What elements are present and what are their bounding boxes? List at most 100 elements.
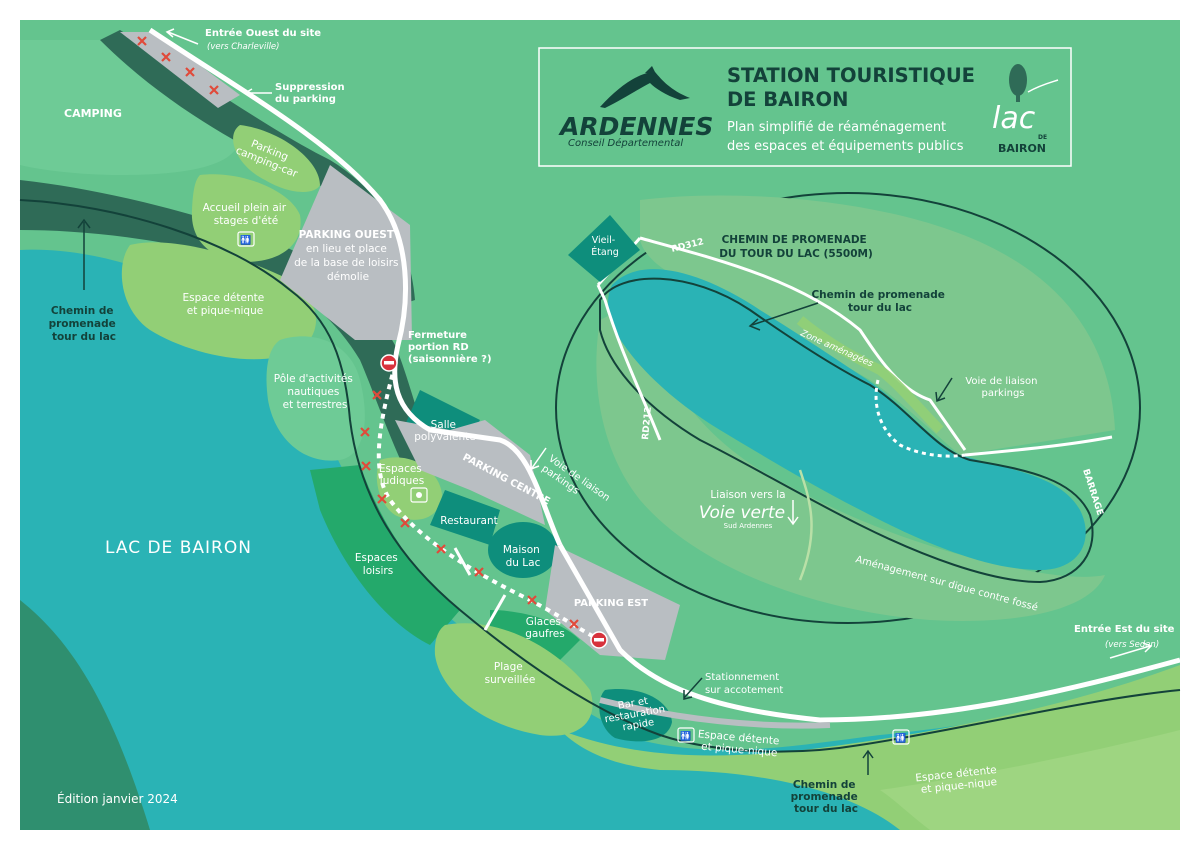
inset-voie-liaison-label: Voie de liaison	[965, 376, 1037, 387]
vers-charleville-label: (vers Charleville)	[207, 42, 279, 52]
svg-text:Glaces gaufres: Glaces gaufres	[525, 616, 564, 640]
glaces-label: gaufres	[525, 628, 564, 640]
maison-label: du Lac	[506, 557, 541, 569]
espaces-loisirs-label: loisirs	[363, 565, 393, 577]
fermeture-label: (saisonnière ?)	[408, 353, 492, 365]
toilets-icon: 🚻	[677, 727, 695, 743]
espace-detente-1-label: Espace détente	[182, 292, 264, 304]
svg-text:Espaces ludiques: Espaces ludiques	[379, 463, 425, 487]
forest-corner	[20, 600, 150, 830]
ardennes-logo-sub: Conseil Départemental	[568, 137, 683, 149]
title-line2: DE BAIRON	[727, 88, 848, 111]
plage-label: surveillée	[485, 674, 536, 686]
chemin-left-label: Chemin de	[51, 305, 114, 317]
espaces-loisirs-label: Espaces	[355, 552, 398, 564]
lac-logo-de: DE	[1038, 134, 1047, 141]
stationnement-label: sur accotement	[705, 685, 783, 696]
subtitle-line1: Plan simplifié de réaménagement	[727, 120, 946, 135]
suppression-label: Suppression	[275, 82, 345, 93]
suppression-label: du parking	[275, 94, 336, 105]
vieil-etang-label: Vieil-	[592, 235, 615, 246]
inset-lake	[608, 269, 1086, 570]
espace-detente-1-zone	[121, 242, 317, 360]
accueil-label: Accueil plein air	[203, 202, 287, 214]
vers-sedan-label: (vers Sedan)	[1105, 640, 1159, 650]
arrow-icon	[165, 28, 199, 45]
entree-ouest-label: Entrée Ouest du site	[205, 27, 321, 39]
svg-text:Stationnement sur accoteme: Stationnement sur accotement	[705, 672, 783, 696]
svg-text:Voie de liaison parkings: Voie de liaison parkings	[965, 376, 1040, 399]
header-box	[538, 47, 1072, 167]
main-road	[148, 27, 563, 547]
vieil-etang-zone	[568, 215, 640, 282]
svg-text:Plage surveillée: Plage surveillée	[485, 661, 536, 686]
svg-text:🚻: 🚻	[240, 234, 251, 246]
maison-label: Maison	[503, 544, 540, 556]
svg-text:Salle polyvalente: Salle polyvalente	[414, 419, 475, 443]
ardennes-logo-text: ARDENNES	[558, 112, 713, 141]
chemin-bottom-label: promenade	[791, 791, 858, 803]
inset-rd212	[596, 284, 662, 441]
toilets-icon: 🚻	[237, 231, 255, 247]
svg-text:PARKING OUEST en lieu et p: PARKING OUEST en lieu et place de la bas…	[294, 229, 402, 283]
svg-text:Pôle d'activités nautiques: Pôle d'activités nautiques et terrestres	[274, 373, 356, 411]
salle-label: polyvalente	[414, 431, 475, 443]
arrow-down-icon	[787, 500, 799, 526]
parking-camping-car-zone	[233, 125, 320, 192]
svg-text:Espace détente et pique-ni: Espace détente et pique-nique	[182, 292, 267, 317]
plage-label: Plage	[494, 661, 523, 673]
pole-zone	[266, 336, 365, 461]
restaurant-building	[430, 490, 500, 545]
arrow-icon	[748, 302, 953, 403]
pole-label: et terrestres	[283, 399, 348, 411]
svg-text:Chemin de promenade to: Chemin de promenade tour du lac	[49, 305, 120, 343]
parking-ouest-label: démolie	[327, 271, 369, 283]
svg-text:Chemin de promenade to: Chemin de promenade tour du lac	[791, 779, 862, 815]
tree-logo-icon	[1009, 64, 1059, 102]
svg-text:Chemin de promenade tour d: Chemin de promenade tour du lac	[811, 289, 948, 314]
accueil-zone	[191, 174, 301, 262]
espace-detente-1-label: et pique-nique	[187, 305, 263, 317]
chemin-left-label: promenade	[49, 318, 116, 330]
arrow-icon	[1109, 642, 1153, 659]
fermeture-label: portion RD	[408, 342, 469, 353]
inset-rd312	[639, 236, 967, 451]
edition-label: Édition janvier 2024	[57, 791, 178, 806]
parking-est-label: PARKING EST	[574, 598, 648, 609]
inset-voie-liaison-label: parkings	[981, 388, 1024, 399]
cross-mark-icon	[137, 36, 579, 629]
restaurant-label: Restaurant	[440, 515, 497, 527]
maison-du-lac	[488, 522, 558, 578]
svg-text:Bar et restauration ra: Bar et restauration rapide	[602, 693, 671, 737]
subtitle-line2: des espaces et équipements publics	[727, 139, 964, 154]
inset-chemin-label: tour du lac	[848, 302, 912, 314]
chemin-bottom-label: tour du lac	[794, 803, 858, 815]
camping-label: CAMPING	[64, 107, 122, 120]
glaces-label: Glaces	[526, 616, 561, 628]
fermeture-label: Fermeture	[408, 330, 467, 341]
closed-road-dashed	[376, 364, 601, 642]
svg-text:CHEMIN DE PROMENADE DU TOU: CHEMIN DE PROMENADE DU TOUR DU LAC (5500…	[719, 234, 873, 260]
svg-text:Vieil- Étang: Vieil- Étang	[591, 235, 619, 258]
lac-logo-text: lac	[992, 101, 1036, 136]
bar-label: rapide	[622, 717, 655, 733]
svg-text:Fermeture portion RD (: Fermeture portion RD (saisonnière ?)	[408, 330, 492, 365]
parking-ouest-label: PARKING OUEST	[299, 229, 395, 241]
arrow-icon	[243, 88, 272, 98]
toilets-icon: 🚻	[892, 729, 910, 745]
arrow-icon	[683, 677, 703, 700]
pole-label: nautiques	[287, 386, 339, 398]
glaces-zone	[490, 610, 580, 660]
removed-parking	[120, 32, 240, 108]
inset-title: CHEMIN DE PROMENADE	[722, 234, 867, 246]
lake-bairon	[20, 249, 1180, 830]
pole-label: Pôle d'activités	[274, 373, 353, 385]
lac-logo-bairon: BAIRON	[998, 142, 1046, 155]
parking-ouest-zone	[280, 165, 412, 340]
svg-text:Suppression du parking: Suppression du parking	[275, 82, 348, 105]
parking-ouest-label: en lieu et place	[306, 243, 387, 255]
playground-icon	[410, 487, 428, 503]
espaces-loisirs-zone	[310, 465, 460, 645]
svg-text:Maison du Lac: Maison du Lac	[503, 544, 543, 569]
